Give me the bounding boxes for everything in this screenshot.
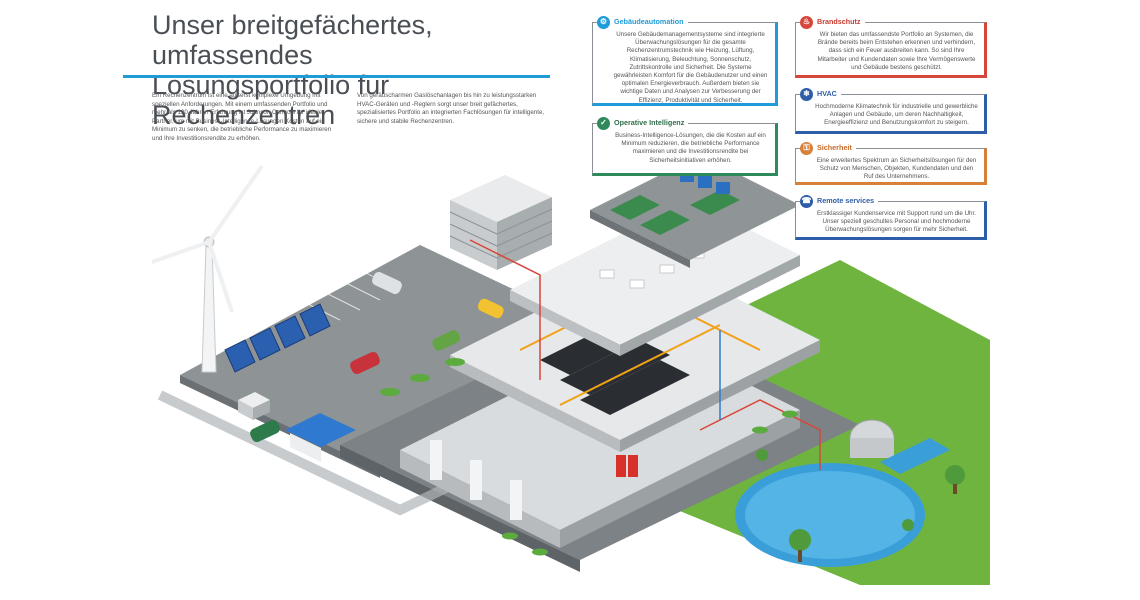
intro-paragraph-right: Von geräuscharmen Gaslöschanlagen bis hi…: [357, 92, 545, 125]
trees: [756, 449, 965, 551]
intro-paragraph-left: Ein Rechenzentrum ist eine äußerst kompl…: [152, 92, 332, 142]
box-title: Remote services: [817, 196, 875, 206]
box-text: Eine erweitertes Spektrum an Sicherheits…: [816, 157, 977, 181]
office-tower: [449, 175, 553, 270]
water-tank: [849, 419, 950, 474]
box-text: Wir bieten das umfassendste Portfolio an…: [817, 31, 976, 71]
hvac-icon: ❄: [800, 88, 813, 101]
building-automation-icon: ⚙: [597, 16, 610, 29]
headset-icon: ☎: [800, 195, 813, 208]
box-operative-intelligenz: ✓ Operative Intelligenz Business-Intelli…: [592, 117, 778, 176]
box-text: Hochmoderne Klimatechnik für industriell…: [815, 103, 978, 127]
box-title: Sicherheit: [817, 143, 852, 153]
box-title: Operative Intelligenz: [614, 118, 685, 128]
page-title-line-1: Unser breitgefächertes, umfassendes: [152, 10, 433, 70]
box-title: Gebäudeautomation: [614, 17, 684, 27]
fire-suppression-tanks: [616, 455, 638, 477]
box-title: HVAC: [817, 89, 837, 99]
rooftop: [590, 155, 800, 268]
hedges: [380, 358, 798, 556]
cars: [250, 271, 504, 443]
box-brandschutz: ♨ Brandschutz Wir bieten das umfassendst…: [795, 16, 987, 78]
box-hvac: ❄ HVAC Hochmoderne Klimatechnik für indu…: [795, 88, 987, 134]
wind-turbine: [151, 164, 264, 373]
box-remote-services: ☎ Remote services Erstklassiger Kundense…: [795, 195, 987, 240]
box-sicherheit: ⚿ Sicherheit Eine erweitertes Spektrum a…: [795, 142, 987, 185]
box-gebaeudeautomation: ⚙ Gebäudeautomation Unsere Gebäudemanage…: [592, 16, 778, 106]
parking-lot: [180, 245, 620, 470]
title-underline: [123, 75, 550, 78]
solar-panels: [224, 303, 331, 373]
box-text: Business-Intelligence-Lösungen, die die …: [615, 132, 766, 164]
entrance-pavilion: [285, 413, 356, 462]
page-title: Unser breitgefächertes, umfassendes Lösu…: [152, 10, 572, 130]
flame-icon: ♨: [800, 16, 813, 29]
box-text: Unsere Gebäudemanagementsysteme sind int…: [613, 31, 768, 104]
guard-booth: [238, 392, 270, 420]
box-text: Erstklassiger Kundenservice mit Support …: [817, 210, 976, 234]
lock-icon: ⚿: [800, 142, 813, 155]
box-title: Brandschutz: [817, 17, 861, 27]
shield-icon: ✓: [597, 117, 610, 130]
